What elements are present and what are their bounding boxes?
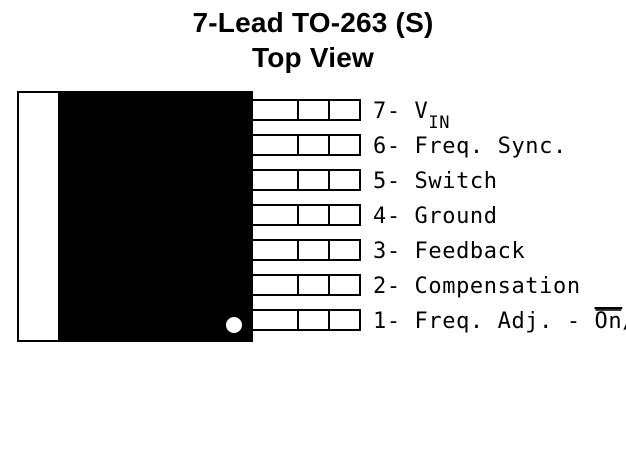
pin-number: 2- [373,274,415,299]
pin-name-suffix: /Off [622,309,626,334]
pin-name: Switch [415,169,498,194]
pin-3: 3- Feedback [251,239,525,264]
pin-2: 2- Compensation [251,274,581,299]
pin-label: 1- Freq. Adj. - On/Off [373,309,626,334]
pin-label: 2- Compensation [373,274,581,299]
pin-number: 3- [373,239,415,264]
pin-name: Ground [415,204,498,229]
pin-lead [251,169,361,191]
pin-name: V [415,99,429,124]
package-tab [17,91,60,342]
diagram-title: 7-Lead TO-263 (S) [192,7,434,38]
pin-6: 6- Freq. Sync. [251,134,567,159]
pin-label: 5- Switch [373,169,498,194]
pin-1: 1- Freq. Adj. - On/Off [251,309,626,334]
pin-number: 1- [373,309,415,334]
pin-name: Freq. Adj. - [415,309,595,334]
pin-number: 7- [373,99,415,124]
pin-number: 4- [373,204,415,229]
pin-label: 7- VIN [373,99,450,133]
pin-label: 4- Ground [373,204,498,229]
pin1-marker [226,317,242,333]
pin-5: 5- Switch [251,169,498,194]
pin-lead [251,239,361,261]
pin-label: 3- Feedback [373,239,525,264]
pin-name: Feedback [415,239,526,264]
pin-4: 4- Ground [251,204,498,229]
pin-number: 6- [373,134,415,159]
pin-number: 5- [373,169,415,194]
pin-lead [251,274,361,296]
pin-lead [251,134,361,156]
pin-name: Freq. Sync. [415,134,567,159]
pin-lead [251,99,361,121]
package-body [58,91,253,342]
pin-label: 6- Freq. Sync. [373,134,567,159]
diagram-subtitle: Top View [252,42,374,73]
pin-name-overbar: On [595,309,623,334]
pin-lead [251,204,361,226]
pin-name: Compensation [415,274,581,299]
pin-lead [251,309,361,331]
pin-name-subscript: IN [428,113,450,133]
pin-7: 7- VIN [251,99,450,133]
